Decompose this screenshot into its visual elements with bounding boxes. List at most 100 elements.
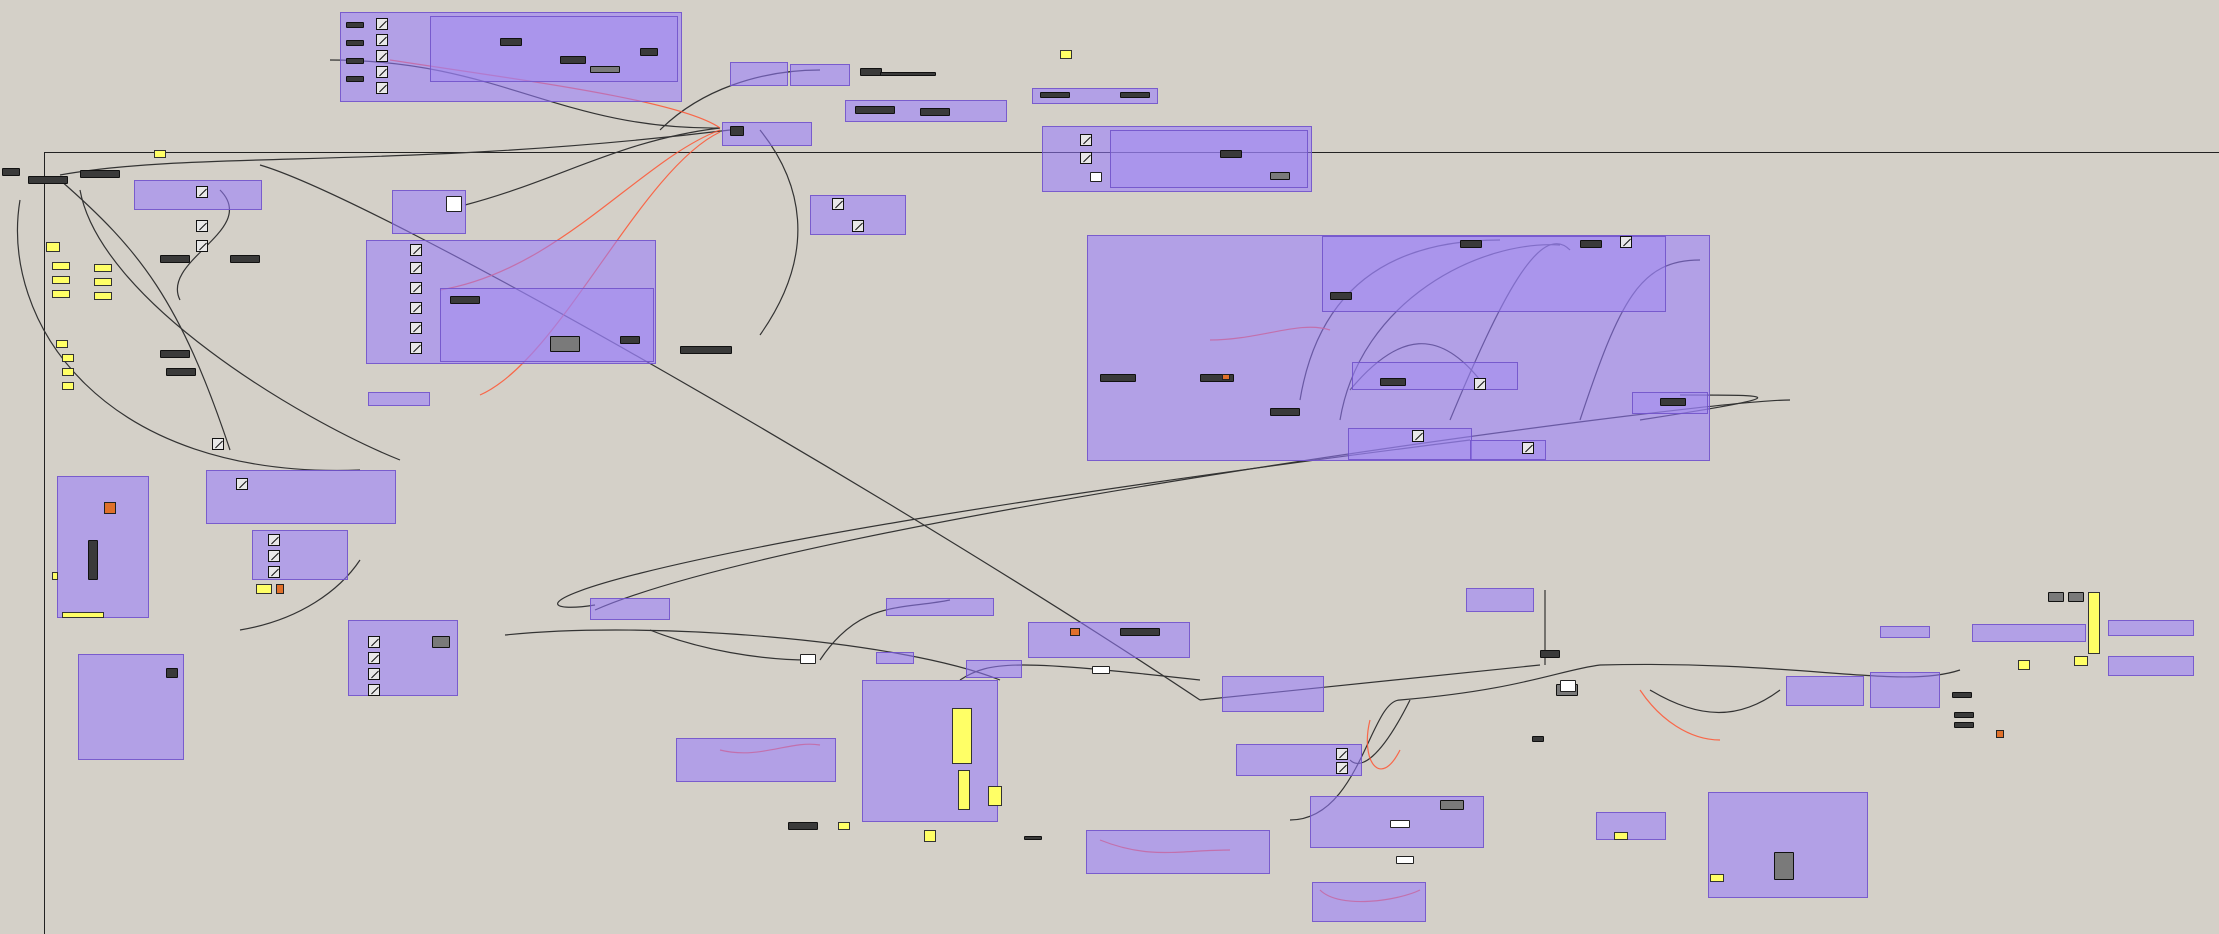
- toggle-icon[interactable]: [1080, 152, 1092, 164]
- group-big-right-low2[interactable]: [1470, 440, 1546, 460]
- group-small[interactable]: [790, 64, 850, 86]
- panel[interactable]: [924, 830, 936, 842]
- panel[interactable]: [2018, 660, 2030, 670]
- component-node[interactable]: [500, 38, 522, 46]
- group-small[interactable]: [1596, 812, 1666, 840]
- toggle-icon[interactable]: [376, 34, 388, 46]
- component-node[interactable]: [680, 346, 732, 354]
- group-bottom[interactable]: [1312, 882, 1426, 922]
- group-mid-left[interactable]: [57, 476, 149, 618]
- toggle-icon[interactable]: [1620, 236, 1632, 248]
- component-node[interactable]: [1100, 374, 1136, 382]
- panel[interactable]: [1060, 50, 1072, 59]
- panel[interactable]: [2074, 656, 2088, 666]
- group-big-right[interactable]: [1087, 235, 1710, 461]
- group-bottom-right[interactable]: [1708, 792, 1868, 898]
- panel[interactable]: [62, 368, 74, 376]
- component-node[interactable]: [28, 176, 68, 184]
- toggle-icon[interactable]: [1080, 134, 1092, 146]
- toggle-icon[interactable]: [196, 186, 208, 198]
- panel[interactable]: [838, 822, 850, 830]
- component-node[interactable]: [1330, 292, 1352, 300]
- toggle-icon[interactable]: [368, 636, 380, 648]
- toggle-icon[interactable]: [410, 262, 422, 274]
- panel[interactable]: [62, 354, 74, 362]
- component-node[interactable]: [1200, 374, 1234, 382]
- panel[interactable]: [56, 340, 68, 348]
- component-node[interactable]: [855, 106, 895, 114]
- panel[interactable]: [62, 382, 74, 390]
- component-node[interactable]: [1460, 240, 1482, 248]
- component-node[interactable]: [1532, 736, 1544, 742]
- component-node[interactable]: [166, 368, 196, 376]
- toggle-icon[interactable]: [196, 220, 208, 232]
- panel[interactable]: [2088, 592, 2100, 654]
- panel[interactable]: [988, 786, 1002, 806]
- group-small[interactable]: [1870, 672, 1940, 708]
- component-node[interactable]: [160, 350, 190, 358]
- component-node[interactable]: [1954, 712, 1974, 718]
- toggle-icon[interactable]: [1522, 442, 1534, 454]
- toggle-icon[interactable]: [268, 534, 280, 546]
- component-node[interactable]: [1380, 378, 1406, 386]
- component-node[interactable]: [80, 170, 120, 178]
- panel[interactable]: [1614, 832, 1628, 840]
- component-node[interactable]: [2, 168, 20, 176]
- component-node-warning[interactable]: [1996, 730, 2004, 738]
- component-node-warning[interactable]: [1222, 374, 1230, 380]
- component-node[interactable]: [1220, 150, 1242, 158]
- component-node[interactable]: [920, 108, 950, 116]
- toggle-icon[interactable]: [852, 220, 864, 232]
- group-small[interactable]: [966, 660, 1022, 678]
- group-small[interactable]: [730, 62, 788, 86]
- group-small[interactable]: [590, 598, 670, 620]
- toggle-icon[interactable]: [410, 244, 422, 256]
- panel[interactable]: [52, 262, 70, 270]
- group-small[interactable]: [1972, 624, 2086, 642]
- button-node[interactable]: [1092, 666, 1110, 674]
- component-node[interactable]: [346, 22, 364, 28]
- component-node[interactable]: [1024, 836, 1042, 840]
- component-node[interactable]: [1952, 692, 1972, 698]
- toggle-icon[interactable]: [410, 282, 422, 294]
- panel[interactable]: [62, 612, 104, 618]
- component-node[interactable]: [590, 66, 620, 73]
- component-node[interactable]: [880, 72, 936, 76]
- group-small[interactable]: [876, 652, 914, 664]
- panel[interactable]: [52, 290, 70, 298]
- toggle-icon[interactable]: [1336, 748, 1348, 760]
- component-node-warning[interactable]: [276, 584, 284, 594]
- group-small[interactable]: [1086, 830, 1270, 874]
- group-small[interactable]: [886, 598, 994, 616]
- component-node[interactable]: [550, 336, 580, 352]
- toggle-icon[interactable]: [368, 652, 380, 664]
- toggle-icon[interactable]: [410, 322, 422, 334]
- button-node[interactable]: [1396, 856, 1414, 864]
- button-node[interactable]: [1390, 820, 1410, 828]
- toggle-icon[interactable]: [376, 82, 388, 94]
- component-node[interactable]: [166, 668, 178, 678]
- panel[interactable]: [52, 572, 58, 580]
- toggle-icon[interactable]: [1474, 378, 1486, 390]
- toggle-icon[interactable]: [196, 240, 208, 252]
- panel[interactable]: [94, 278, 112, 286]
- component-node[interactable]: [88, 540, 98, 580]
- group-small[interactable]: [676, 738, 836, 782]
- component-node[interactable]: [346, 58, 364, 64]
- toggle-icon[interactable]: [376, 66, 388, 78]
- group-mid[interactable]: [252, 530, 348, 580]
- group-small[interactable]: [1880, 626, 1930, 638]
- group-small[interactable]: [1028, 622, 1190, 658]
- component-node[interactable]: [620, 336, 640, 344]
- panel[interactable]: [154, 150, 166, 158]
- group-small[interactable]: [1466, 588, 1534, 612]
- toggle-icon[interactable]: [832, 198, 844, 210]
- component-node[interactable]: [1120, 628, 1160, 636]
- component-node[interactable]: [1270, 172, 1290, 180]
- component-node[interactable]: [432, 636, 450, 648]
- panel[interactable]: [952, 708, 972, 764]
- component-node-warning[interactable]: [1070, 628, 1080, 636]
- component-node[interactable]: [1120, 92, 1150, 98]
- panel[interactable]: [958, 770, 970, 810]
